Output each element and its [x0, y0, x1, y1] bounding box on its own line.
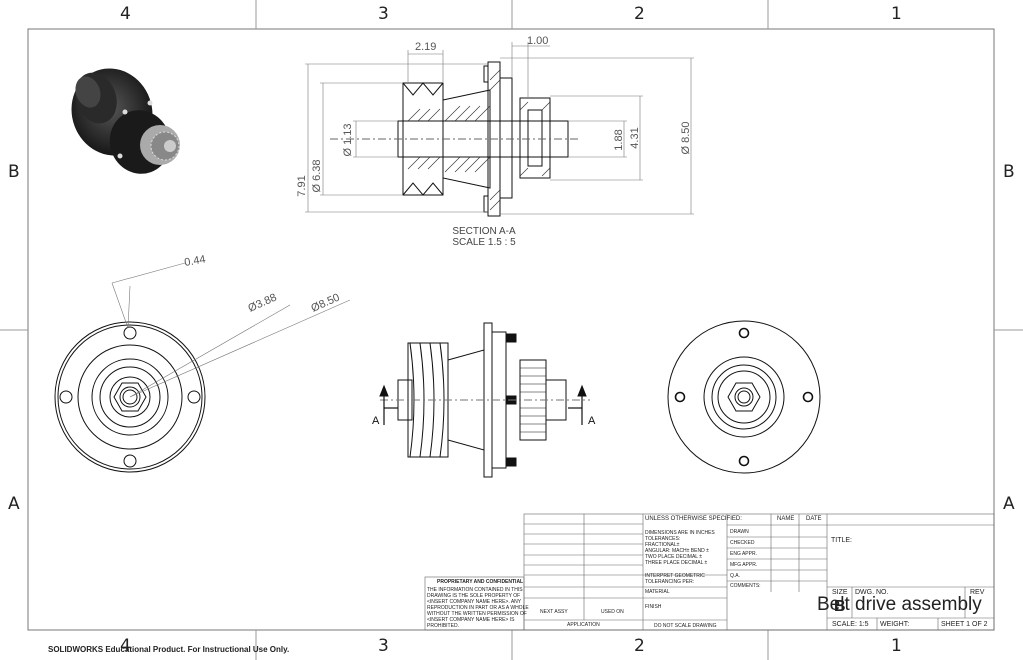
zone-top-3: 3 [378, 4, 389, 24]
dim-0-44: 0.44 [183, 253, 206, 269]
tb-mfg-appr: MFG APPR. [730, 562, 758, 568]
tb-checked: CHECKED [730, 540, 755, 546]
tb-three-place: THREE PLACE DECIMAL ± [645, 560, 708, 566]
isometric-view [71, 68, 180, 174]
tb-angular: ANGULAR: MACH± BEND ± [645, 548, 709, 554]
tb-material: MATERIAL [645, 589, 670, 595]
tb-fractional: FRACTIONAL± [645, 542, 680, 548]
tb-proprietary-line: DRAWING IS THE SOLE PROPERTY OF [427, 593, 521, 599]
zone-bottom-3: 3 [378, 636, 389, 656]
tb-finish: FINISH [645, 604, 662, 610]
section-scale: SCALE 1.5 : 5 [452, 237, 516, 248]
tb-dwg-no-label: DWG. NO. [855, 589, 889, 596]
zone-top-4: 4 [120, 4, 131, 24]
zone-right-a: A [1003, 494, 1015, 514]
tb-sheet: SHEET 1 OF 2 [941, 621, 988, 628]
cut-label-right: A [588, 415, 596, 427]
tb-date: DATE [806, 516, 822, 522]
tb-proprietary-line: <INSERT COMPANY NAME HERE> IS [427, 617, 515, 623]
side-view [379, 322, 590, 478]
tb-scale: SCALE: 1:5 [832, 621, 869, 628]
dim-1-00: 1.00 [527, 35, 548, 47]
tb-size-value: B [834, 598, 846, 615]
tb-application: APPLICATION [567, 622, 600, 628]
section-title: SECTION A-A [452, 226, 516, 237]
tb-proprietary-line: PROHIBITED. [427, 623, 459, 629]
tb-do-not-scale: DO NOT SCALE DRAWING [654, 623, 717, 629]
tb-next-assy: NEXT ASSY [540, 609, 568, 615]
tb-proprietary-line: THE INFORMATION CONTAINED IN THIS [427, 587, 523, 593]
tb-tolerances: TOLERANCES: [645, 536, 681, 542]
zone-right-b: B [1003, 162, 1015, 182]
tb-title-label: TITLE: [831, 537, 853, 544]
zone-left-a: A [8, 494, 20, 514]
educational-notice: SOLIDWORKS Educational Product. For Inst… [48, 645, 290, 654]
tb-size-label: SIZE [832, 589, 848, 596]
zone-bottom-4: 4 [120, 636, 131, 656]
rear-view [667, 320, 821, 474]
tb-proprietary-line: <INSERT COMPANY NAME HERE>. ANY [427, 599, 522, 605]
tb-proprietary-line: REPRODUCTION IN PART OR AS A WHOLE [427, 605, 529, 611]
dim-2-19: 2.19 [415, 41, 436, 53]
zone-left-b: B [8, 162, 20, 182]
zone-bottom-2: 2 [634, 636, 645, 656]
zone-top-2: 2 [634, 4, 645, 24]
tb-weight: WEIGHT: [880, 621, 910, 628]
title-block-grid [424, 513, 995, 631]
front-view-left [54, 262, 351, 473]
dim-1-88: 1.88 [613, 129, 625, 150]
zone-bottom-1: 1 [891, 636, 902, 656]
dim-dia-8-50: Ø 8.50 [680, 121, 692, 154]
tb-interpret: INTERPRET GEOMETRIC [645, 573, 705, 579]
tb-name: NAME [777, 516, 795, 522]
dim-dia-3-88: Ø3.88 [246, 292, 278, 315]
tb-dims-in: DIMENSIONS ARE IN INCHES [645, 530, 715, 536]
dim-dia-1-13: Ø 1.13 [342, 123, 354, 156]
zone-top-1: 1 [891, 4, 902, 24]
dim-7-91: 7.91 [296, 175, 308, 196]
tb-rev-label: REV [970, 589, 985, 596]
tb-proprietary-title: PROPRIETARY AND CONFIDENTIAL [437, 579, 524, 585]
tb-used-on: USED ON [601, 609, 624, 615]
tb-proprietary-line: WITHOUT THE WRITTEN PERMISSION OF [427, 611, 527, 617]
dim-dia-6-38: Ø 6.38 [311, 159, 323, 192]
tb-drawing-title: Belt drive assembly [817, 594, 982, 615]
dim-dia-8-50-front: Ø8.50 [309, 292, 341, 315]
tb-comments: COMMENTS: [730, 583, 761, 589]
tb-eng-appr: ENG APPR. [730, 551, 757, 557]
tb-drawn: DRAWN [730, 529, 749, 535]
section-view [305, 42, 694, 217]
cut-label-left: A [372, 415, 380, 427]
tb-qa: Q.A. [730, 573, 741, 579]
tb-two-place: TWO PLACE DECIMAL ± [645, 554, 703, 560]
dim-4-31: 4.31 [629, 127, 641, 148]
tb-tolerancing: TOLERANCING PER: [645, 579, 695, 585]
tb-unless: UNLESS OTHERWISE SPECIFIED: [645, 516, 742, 522]
